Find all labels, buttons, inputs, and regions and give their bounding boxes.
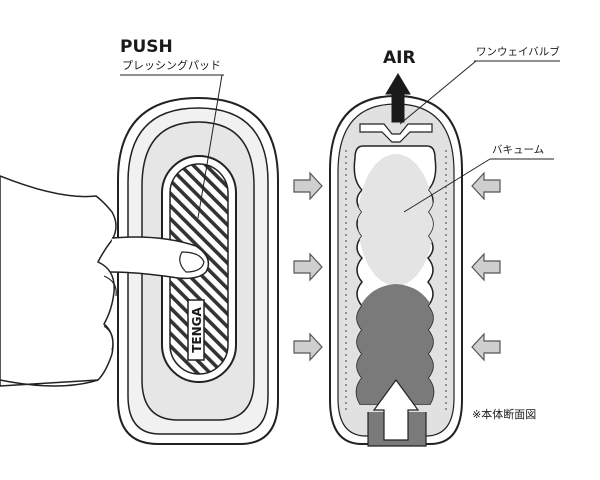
- cross-section-note: ※本体断面図: [472, 407, 536, 421]
- thumbnail: [179, 251, 205, 273]
- arrow-in-right-3: [471, 332, 501, 362]
- push-label: PUSH: [120, 37, 173, 57]
- vacuum-pointer: [403, 158, 491, 213]
- inflow-arrow: [372, 378, 420, 441]
- one-way-valve: [359, 123, 433, 143]
- air-outflow-arrow: [385, 73, 411, 123]
- compressed-air-zone: [356, 284, 436, 404]
- pressing-pad-pointer: [197, 74, 223, 219]
- vacuum-label: バキューム: [492, 144, 544, 156]
- valve-pointer: [399, 60, 477, 125]
- arrow-in-left-1: [293, 171, 323, 201]
- brand-logo-text: TENGA: [190, 307, 204, 353]
- arrow-in-right-1: [471, 171, 501, 201]
- arrow-in-right-2: [471, 252, 501, 282]
- product-cross-section: AIR ワンウェイバルブ バキューム ※本体断面図: [329, 45, 560, 447]
- hand-illustration: [0, 175, 210, 387]
- product-exterior-view: TENGA PUSH プレッシングパッド: [0, 37, 279, 445]
- arrow-in-left-2: [293, 252, 323, 282]
- pressure-arrows: [293, 171, 501, 362]
- vacuum-zone: [358, 154, 434, 286]
- one-way-valve-label: ワンウェイバルブ: [476, 45, 560, 58]
- pressing-pad-label: プレッシングパッド: [122, 58, 221, 72]
- arrow-in-left-3: [293, 332, 323, 362]
- air-label: AIR: [383, 48, 416, 68]
